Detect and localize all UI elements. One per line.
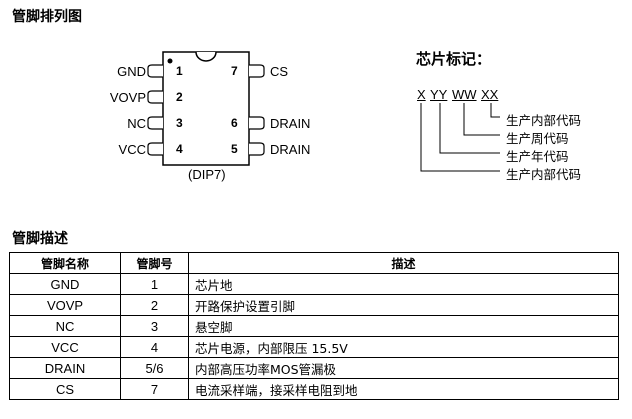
pin-number-3: 3 (176, 116, 183, 130)
marking-leader-lines (420, 103, 500, 172)
lead-pin-5 (249, 142, 265, 156)
pin-number-4: 4 (176, 142, 183, 156)
pin-label-nc: NC (127, 116, 146, 131)
lead-pin-4 (147, 142, 163, 156)
cell-pin-number: 2 (120, 294, 189, 316)
cell-pin-name: GND (9, 273, 121, 295)
header-pin-number: 管脚号 (120, 252, 189, 274)
pin-label-cs: CS (270, 64, 289, 79)
lead-pin-3 (147, 116, 163, 130)
pin-label-vovp: VOVP (109, 90, 146, 105)
marking-label-internal-1: 生产内部代码 (506, 113, 582, 128)
cell-pin-number: 3 (120, 315, 189, 337)
pin-number-2: 2 (176, 90, 183, 104)
pin-description-table: 管脚名称 管脚号 描述 GND 1 芯片地 VOVP 2 开路保护设置引脚 NC… (9, 252, 619, 400)
pin-label-drain-5: DRAIN (270, 142, 311, 157)
chip-notch (195, 51, 217, 62)
cell-description: 悬空脚 (188, 315, 619, 337)
pin-label-drain-6: DRAIN (270, 116, 311, 131)
marking-code-xx: XX (481, 87, 499, 102)
cell-pin-name: CS (9, 378, 121, 400)
pin-number-6: 6 (231, 116, 238, 130)
dip7-package-diagram (147, 51, 265, 166)
cell-description: 电流采样端，接采样电阻到地 (188, 378, 619, 400)
cell-pin-number: 7 (120, 378, 189, 400)
lead-pin-2 (147, 90, 163, 104)
header-pin-name: 管脚名称 (9, 252, 121, 274)
pin-arrangement-heading: 管脚排列图 (12, 9, 82, 25)
table-row: VCC 4 芯片电源，内部限压 15.5V (9, 336, 619, 358)
package-label: (DIP7) (188, 167, 226, 182)
lead-pin-7 (249, 64, 265, 78)
table-row: DRAIN 5/6 内部高压功率MOS管漏极 (9, 357, 619, 379)
cell-pin-name: VCC (9, 336, 121, 358)
table-row: CS 7 电流采样端，接采样电阻到地 (9, 378, 619, 400)
pin-description-heading: 管脚描述 (12, 231, 68, 247)
pin-label-vcc: VCC (118, 142, 146, 157)
table-header-row: 管脚名称 管脚号 描述 (9, 252, 619, 274)
lead-pin-1 (147, 64, 163, 78)
pin1-dot (167, 58, 173, 64)
cell-pin-number: 1 (120, 273, 189, 295)
pin-number-1: 1 (176, 64, 183, 78)
chip-marking-title: 芯片标记： (416, 50, 492, 68)
table-row: VOVP 2 开路保护设置引脚 (9, 294, 619, 316)
cell-description: 芯片电源，内部限压 15.5V (188, 336, 619, 358)
pin-number-5: 5 (231, 142, 238, 156)
cell-pin-name: DRAIN (9, 357, 121, 379)
cell-pin-name: NC (9, 315, 121, 337)
lead-pin-6 (249, 116, 265, 130)
table-row: NC 3 悬空脚 (9, 315, 619, 337)
table-row: GND 1 芯片地 (9, 273, 619, 295)
marking-label-year: 生产年代码 (506, 149, 569, 164)
pin-label-gnd: GND (117, 64, 146, 79)
cell-description: 芯片地 (188, 273, 619, 295)
pin-number-7: 7 (231, 64, 238, 78)
marking-code-x: X (417, 87, 426, 102)
header-description: 描述 (188, 252, 619, 274)
marking-code-yy: YY (430, 87, 448, 102)
cell-pin-number: 4 (120, 336, 189, 358)
marking-code-ww: WW (452, 87, 477, 102)
chip-body (162, 51, 250, 166)
cell-pin-name: VOVP (9, 294, 121, 316)
cell-description: 内部高压功率MOS管漏极 (188, 357, 619, 379)
marking-label-internal-2: 生产内部代码 (506, 167, 582, 182)
marking-label-week: 生产周代码 (506, 131, 569, 146)
cell-pin-number: 5/6 (120, 357, 189, 379)
cell-description: 开路保护设置引脚 (188, 294, 619, 316)
